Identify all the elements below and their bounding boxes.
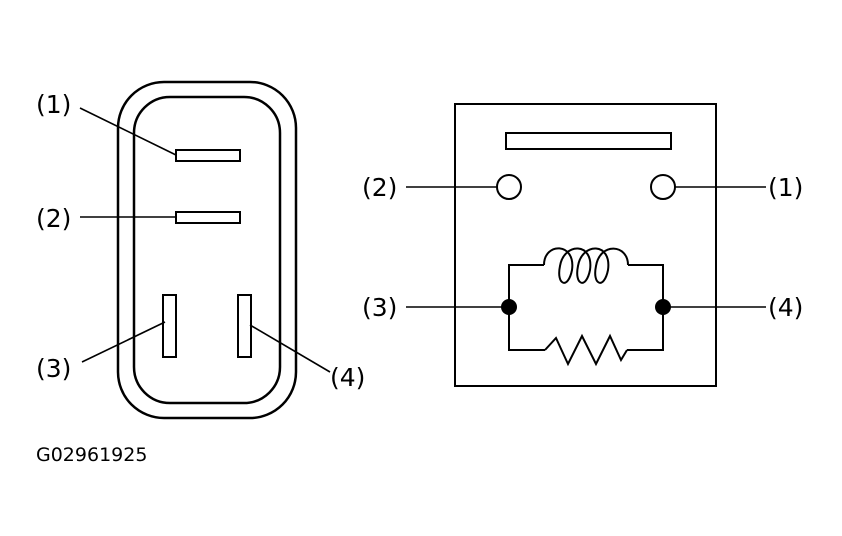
resistor-icon	[544, 333, 628, 367]
schematic-label-4: (4)	[768, 293, 803, 322]
junction-dot-icon-4	[655, 299, 671, 315]
leader-line-3	[81, 321, 166, 363]
connector-label-2: (2)	[36, 204, 71, 233]
connector-terminal-1	[175, 149, 241, 162]
relay-body-outline	[454, 103, 717, 387]
connector-housing-outer	[116, 80, 298, 420]
coil-network-wire	[508, 264, 664, 307]
leader-line-1	[79, 107, 177, 156]
relay-schematic: (2) (1) (3) (4)	[362, 103, 803, 387]
leader-line-4	[249, 324, 331, 373]
connector-label-3: (3)	[36, 354, 71, 383]
schematic-label-1: (1)	[768, 173, 803, 202]
resistor-network-wire	[508, 307, 664, 351]
coil-icon	[543, 247, 629, 284]
connector-terminal-2	[175, 211, 241, 224]
connector-face-view: (1) (2) (3) (4)	[36, 80, 365, 420]
schematic-label-3: (3)	[362, 293, 397, 322]
connector-label-1: (1)	[36, 90, 71, 119]
connector-label-4: (4)	[330, 363, 365, 392]
figure-id: G02961925	[36, 444, 147, 466]
schematic-label-2: (2)	[362, 173, 397, 202]
junction-dot-icon-3	[501, 299, 517, 315]
connector-terminal-4	[237, 294, 252, 358]
relay-top-bar	[505, 132, 672, 150]
terminal-2-circle-icon	[496, 174, 522, 200]
connector-terminal-3	[162, 294, 177, 358]
terminal-1-circle-icon	[650, 174, 676, 200]
connector-housing-inner	[132, 95, 282, 405]
